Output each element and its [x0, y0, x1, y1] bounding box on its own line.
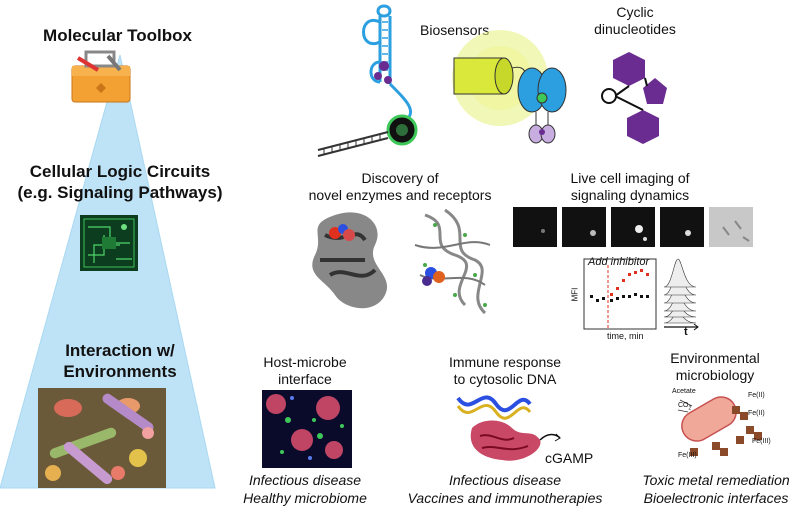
label-cyclic-line2: dinucleotides — [594, 21, 676, 37]
env-label-co2-main: CO — [678, 402, 689, 409]
section-title-interaction-line1: Interaction w/ — [65, 341, 175, 360]
label-host-line2: interface — [278, 371, 332, 387]
host-application-1: Infectious disease — [248, 472, 362, 488]
section-title-cellular-logic-line2: (e.g. Signaling Pathways) — [17, 183, 223, 202]
env-label-co2: CO2 — [678, 402, 691, 411]
inset-y-label: MFI — [570, 287, 580, 302]
receptor-structure-illustration — [414, 208, 491, 315]
section-title-interaction-line2: Environments — [63, 362, 177, 381]
host-application-2: Healthy microbiome — [243, 490, 367, 506]
microscopy-time-series — [513, 207, 753, 247]
cgas-dna-structure — [456, 395, 561, 461]
env-label-co2-sub: 2 — [688, 405, 692, 412]
label-live-imaging-line2: signaling dynamics — [570, 187, 690, 203]
label-discovery-line2: novel enzymes and receptors — [308, 187, 492, 203]
label-env-line1: Environmental — [670, 350, 760, 366]
label-live-imaging-line1: Live cell imaging of — [570, 170, 690, 186]
inset-annotation: Add inhibitor — [588, 256, 650, 268]
env-label-fe-iii-b: Fe(III) — [678, 452, 697, 459]
label-env-line2: microbiology — [675, 367, 755, 383]
histogram-stack — [663, 258, 699, 331]
host-microbe-micrograph — [262, 390, 352, 468]
circuit-board-icon — [80, 215, 138, 271]
label-cgamp: cGAMP — [545, 450, 594, 466]
microbe-community-image — [38, 388, 166, 488]
section-title-molecular-toolbox: Molecular Toolbox — [43, 26, 192, 45]
toolbox-icon — [71, 50, 131, 103]
label-cyclic-line1: Cyclic — [616, 4, 654, 20]
immune-application-1: Infectious disease — [448, 472, 562, 488]
env-label-fe-ii-b: Fe(II) — [748, 410, 765, 417]
histogram-x-label: t — [684, 326, 688, 338]
env-label-fe-iii-a: Fe(III) — [752, 438, 771, 445]
cyclic-dinucleotide-structure — [601, 52, 667, 144]
section-title-cellular-logic-line1: Cellular Logic Circuits — [29, 162, 211, 181]
label-biosensors: Biosensors — [420, 22, 490, 38]
inset-x-label: time, min — [607, 331, 644, 341]
env-label-acetate: Acetate — [672, 388, 696, 395]
env-application-2: Bioelectronic interfaces — [643, 490, 789, 506]
label-immune-line2: to cytosolic DNA — [453, 371, 557, 387]
env-label-fe-ii-a: Fe(II) — [748, 392, 765, 399]
env-application-1: Toxic metal remediation — [642, 472, 790, 488]
bacterium-metal-reduction-diagram — [677, 396, 762, 456]
biosensor-protein-illustration — [452, 30, 567, 144]
kinetics-inset-plot — [583, 258, 657, 330]
enzyme-structure-illustration — [312, 212, 388, 309]
label-discovery-line1: Discovery of — [361, 170, 439, 186]
label-immune-line1: Immune response — [448, 354, 562, 370]
immune-application-2: Vaccines and immunotherapies — [407, 490, 603, 506]
label-host-line1: Host-microbe — [263, 354, 347, 370]
rna-aptamer-illustration — [317, 4, 418, 157]
